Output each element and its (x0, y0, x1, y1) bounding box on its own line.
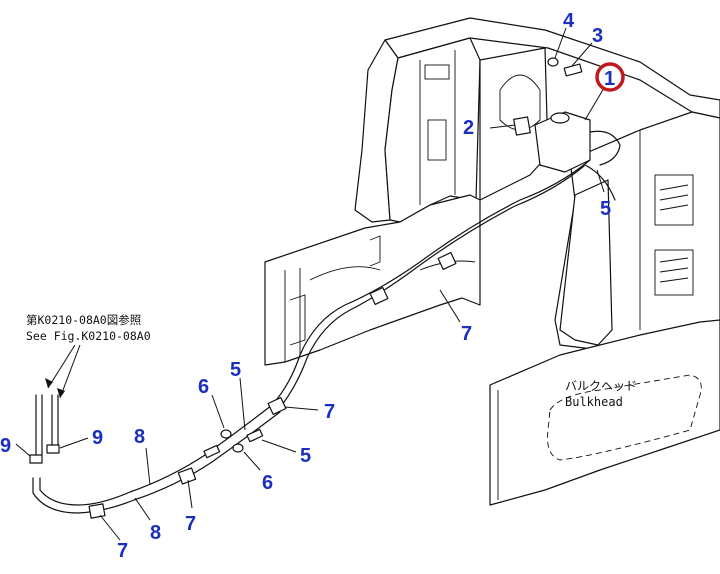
callout-6-upper: 6 (198, 376, 209, 398)
callout-8-upper: 8 (134, 426, 145, 448)
reference-line-jp: 第K0210-08A0図参照 (26, 313, 141, 327)
cab-frame (354, 17, 720, 351)
bulkhead-panel (489, 319, 720, 506)
callout-7-left: 7 (117, 540, 128, 562)
callout-9-right: 9 (92, 427, 103, 449)
bracket-item-2 (513, 116, 531, 136)
reference-line-en: See Fig.K0210-08A0 (26, 329, 151, 343)
highlight-ring-icon (595, 62, 625, 92)
reference-note: 第K0210-08A0図参照 See Fig.K0210-08A0 (26, 313, 151, 343)
bulkhead-label: バルクヘッド Bulkhead (565, 379, 637, 409)
callout-2: 2 (463, 117, 474, 139)
bulkhead-label-en: Bulkhead (565, 395, 623, 409)
callout-5-middle: 5 (230, 359, 241, 381)
callout-4: 4 (563, 10, 575, 32)
callout-7-frame: 7 (461, 323, 472, 345)
floor-frame (264, 194, 481, 366)
washer-tank (534, 111, 621, 201)
callout-7-middle: 7 (185, 513, 196, 535)
callout-1: 1 (604, 68, 615, 90)
side-grille-upper (654, 174, 694, 226)
callout-8-lower: 8 (150, 522, 161, 544)
hose-clamp (88, 252, 457, 519)
callout-3: 3 (592, 25, 603, 47)
side-grille-lower (654, 249, 694, 296)
callout-7-right: 7 (324, 401, 335, 423)
bulkhead-label-jp: バルクヘッド (565, 379, 637, 393)
callout-6-lower: 6 (262, 472, 273, 494)
callout-9-left: 9 (0, 435, 11, 457)
leader-lines (15, 27, 605, 541)
callout-5-lower: 5 (300, 445, 311, 467)
washer-hose (29, 159, 591, 519)
callout-labels: 1 2 3 4 5 5 5 6 6 7 7 7 7 8 8 9 9 (0, 10, 615, 562)
bolt-washer (547, 57, 583, 77)
callout-5-upper: 5 (600, 198, 611, 220)
